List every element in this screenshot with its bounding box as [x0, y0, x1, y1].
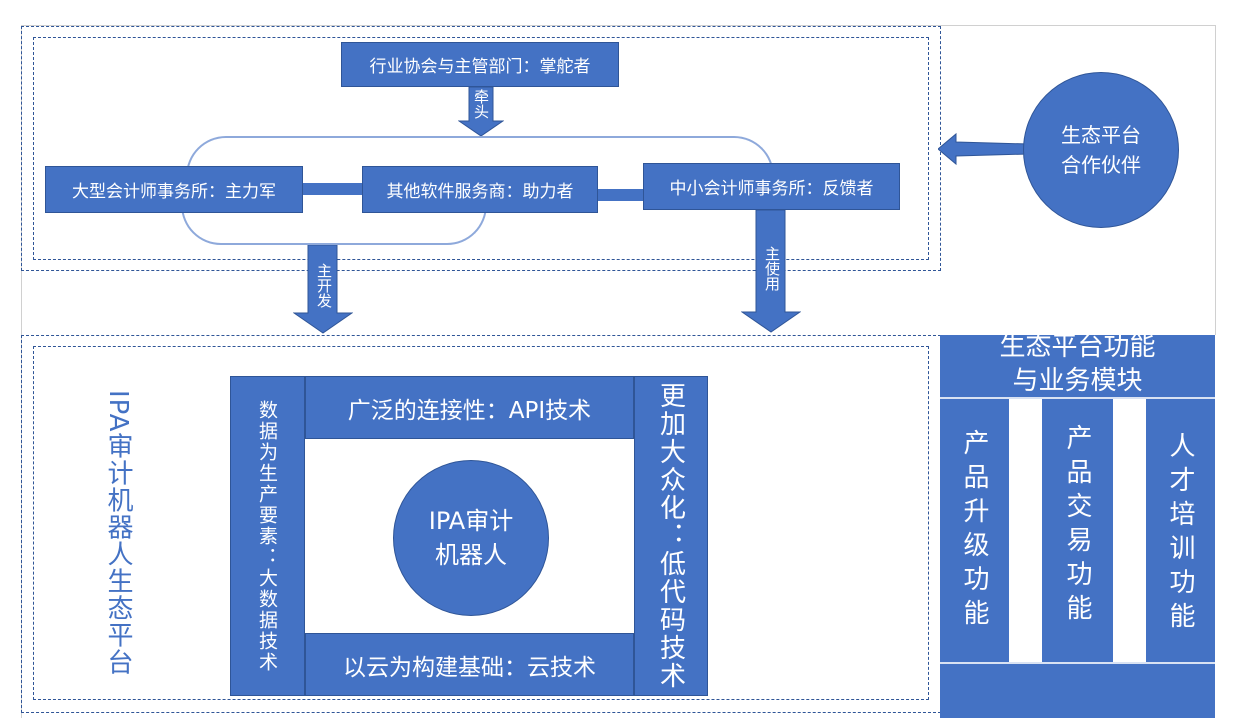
modules-divider-top [940, 397, 1215, 399]
frame-top-line [21, 25, 1216, 26]
modules-gap-1 [1009, 399, 1042, 662]
connector-right [598, 189, 644, 201]
dev-arrow [293, 245, 353, 334]
right-bar: 更加大众化：低代码技术 [634, 376, 708, 696]
use-arrow-label: 主使用 [763, 246, 781, 291]
frame-right-line [1215, 25, 1216, 335]
leader-box: 行业协会与主管部门：掌舵者 [341, 42, 619, 87]
modules-title-line1: 生态平台功能 [999, 332, 1156, 362]
partner-line1: 生态平台 [1061, 123, 1141, 147]
bottom-bar-label: 以云为构建基础：云技术 [343, 654, 596, 681]
module-item-upgrade-label: 产品升级功能 [959, 429, 989, 633]
module-item-training-label: 人才培训功能 [1165, 432, 1195, 636]
module-item-trade-label: 产品交易功能 [1062, 424, 1092, 628]
modules-title: 生态平台功能 与业务模块 [940, 330, 1215, 398]
center-circle: IPA审计 机器人 [393, 460, 549, 616]
left-bar-label: 数据为生产要素：大数据技术 [256, 399, 278, 673]
lead-arrow [458, 87, 504, 137]
left-bar: 数据为生产要素：大数据技术 [230, 376, 305, 696]
module-item-trade: 产品交易功能 [1042, 399, 1113, 662]
module-item-upgrade: 产品升级功能 [940, 399, 1009, 662]
ecosystem-side-title: IPA审计机器人生态平台 [103, 390, 133, 676]
dev-arrow-label: 主开发 [315, 263, 333, 308]
lead-arrow-label: 牵头 [472, 89, 490, 119]
software-label: 其他软件服务商：助力者 [386, 182, 574, 202]
top-bar-label: 广泛的连接性：API技术 [347, 397, 592, 424]
center-line1: IPA审计 [428, 507, 514, 535]
partner-arrow [938, 132, 1029, 166]
connector-left [303, 183, 362, 195]
center-line2: 机器人 [435, 541, 507, 569]
small-firms-label: 中小会计师事务所：反馈者 [669, 179, 874, 199]
modules-gap-2 [1113, 399, 1146, 662]
leader-box-label: 行业协会与主管部门：掌舵者 [369, 57, 591, 77]
large-firms-box: 大型会计师事务所：主力军 [45, 166, 303, 213]
right-bar-label: 更加大众化：低代码技术 [655, 382, 686, 690]
small-firms-box: 中小会计师事务所：反馈者 [643, 163, 900, 210]
bottom-bar: 以云为构建基础：云技术 [305, 633, 634, 696]
modules-divider-bottom [940, 662, 1215, 664]
large-firms-label: 大型会计师事务所：主力军 [72, 182, 276, 202]
partner-circle: 生态平台 合作伙伴 [1023, 72, 1179, 228]
partner-line2: 合作伙伴 [1061, 153, 1141, 177]
top-group-inner [33, 37, 929, 260]
modules-title-line2: 与业务模块 [1012, 366, 1143, 396]
use-arrow [741, 210, 801, 333]
software-box: 其他软件服务商：助力者 [362, 166, 598, 213]
module-item-training: 人才培训功能 [1146, 399, 1215, 662]
bottom-group-inner [33, 346, 929, 700]
top-bar: 广泛的连接性：API技术 [305, 376, 634, 439]
